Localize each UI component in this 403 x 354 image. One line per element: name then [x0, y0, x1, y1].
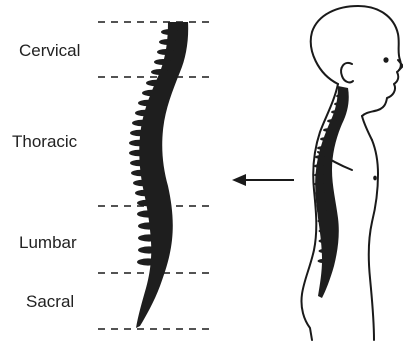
neck-front — [362, 116, 372, 140]
navel — [373, 176, 377, 181]
ear — [341, 63, 353, 82]
chest-outline — [369, 140, 378, 340]
eye — [383, 57, 388, 63]
left-arrow-icon — [232, 174, 294, 186]
figure-spine — [314, 86, 349, 298]
spine-column — [129, 22, 188, 328]
